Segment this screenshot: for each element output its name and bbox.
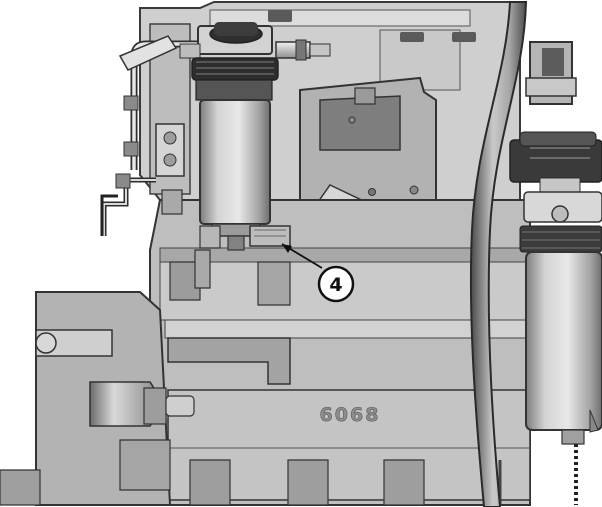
engine-block xyxy=(149,199,531,506)
callout-number: 4 xyxy=(329,274,342,296)
elbow-fitting xyxy=(525,41,577,105)
fuel-line xyxy=(101,35,206,236)
flywheel-housing xyxy=(0,291,195,506)
coolant-hose xyxy=(469,0,528,507)
callout-badge: 4 xyxy=(317,265,355,303)
casting-number: 6068 xyxy=(320,404,381,426)
primary-fuel-filter xyxy=(179,22,331,251)
secondary-fuel-filter xyxy=(509,131,602,505)
drain-bracket xyxy=(194,225,291,289)
callout-leader xyxy=(281,243,323,269)
throttle-lever xyxy=(100,194,118,236)
